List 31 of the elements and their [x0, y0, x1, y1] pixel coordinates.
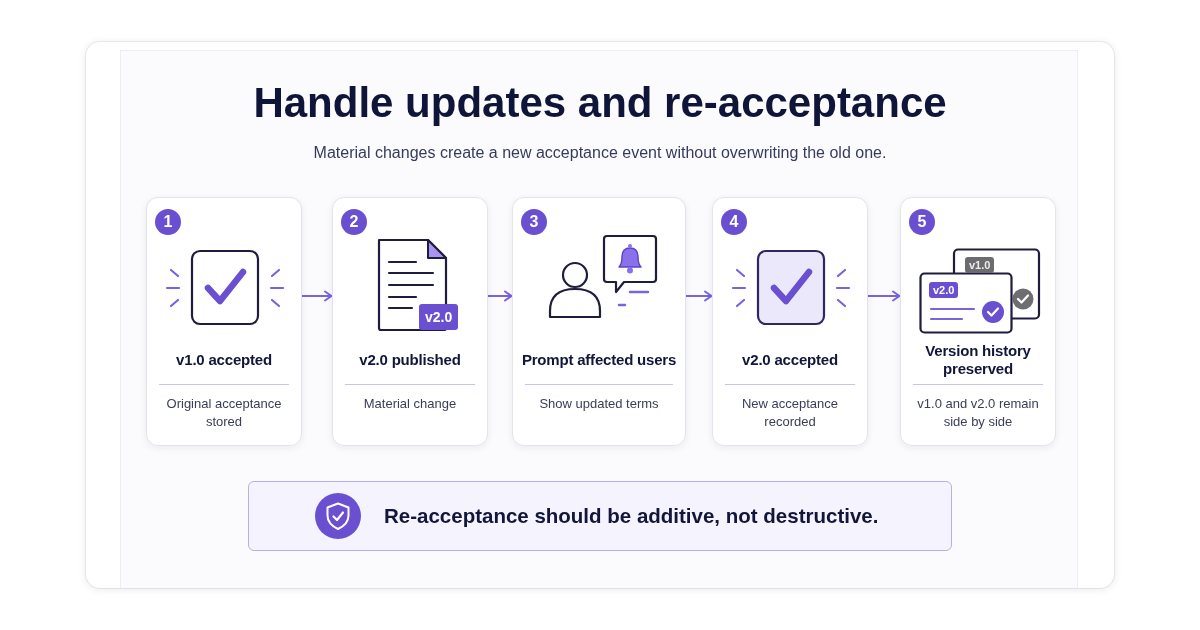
version-label: v2.0 — [929, 282, 959, 298]
step-title: v2.0 accepted — [742, 351, 838, 369]
step-title: v1.0 accepted — [176, 351, 272, 369]
step-number: 2 — [341, 209, 367, 235]
arrow — [685, 290, 713, 302]
diagram-subtitle: Material changes create a new acceptance event without overwriting the old one. — [313, 143, 887, 163]
step-number: 5 — [909, 209, 935, 235]
step-card — [900, 197, 1056, 446]
diagram-title: Handle updates and re-acceptance — [253, 78, 947, 128]
step-number: 1 — [155, 209, 181, 235]
step-card — [512, 197, 686, 446]
step-card — [712, 197, 868, 446]
step-title: Prompt affected users — [521, 351, 677, 369]
step-title: Version history preserved — [924, 342, 1032, 378]
step-description: Original acceptance stored — [165, 395, 283, 431]
step-description: Show updated terms — [539, 395, 659, 413]
step-card — [332, 197, 488, 446]
step-number: 3 — [521, 209, 547, 235]
version-label: v2.0 — [419, 304, 459, 330]
arrow — [487, 290, 513, 302]
step-number: 4 — [721, 209, 747, 235]
step-title: v2.0 published — [359, 351, 461, 369]
callout-banner — [248, 481, 952, 551]
arrow — [301, 290, 333, 302]
version-label: v1.0 — [965, 257, 995, 273]
arrow — [867, 290, 901, 302]
callout-text: Re-acceptance should be additive, not destructive. — [384, 503, 879, 529]
step-description: Material change — [363, 395, 457, 413]
step-card — [146, 197, 302, 446]
step-description: New acceptance recorded — [740, 395, 840, 431]
step-description: v1.0 and v2.0 remain side by side — [916, 395, 1040, 431]
